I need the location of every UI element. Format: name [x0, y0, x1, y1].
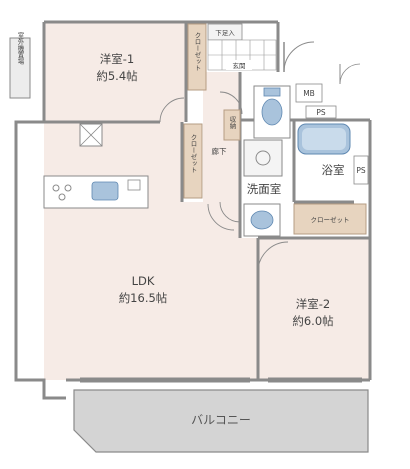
western-room-2-area: 約6.0帖	[292, 314, 333, 328]
western-room-1-area: 約5.4帖	[96, 69, 137, 83]
ldk-area: 約16.5帖	[119, 291, 168, 305]
storage	[223, 109, 241, 141]
western-room-1-name: 洋室-1	[100, 52, 134, 66]
outdoor-unit-space: 室外機置場	[9, 30, 31, 99]
doors	[159, 91, 289, 273]
balcony-label: バルコニー	[191, 413, 251, 427]
closets: クローゼット クローゼット クローゼット 収納	[183, 23, 367, 235]
ldk-name: LDK	[132, 274, 155, 288]
western-room-1-floor	[44, 22, 186, 122]
shoe-box-label: 下足入	[215, 29, 235, 37]
hallway-label: 廊下	[212, 146, 227, 156]
western-room-2-name: 洋室-2	[296, 297, 330, 311]
mb-label: MB	[303, 89, 315, 98]
room-labels: 洋室-1 約5.4帖 LDK 約16.5帖 洋室-2 約6.0帖 洗面室 浴室 …	[96, 52, 344, 328]
closet-hall	[183, 123, 203, 199]
windows	[80, 377, 362, 383]
sink-basin	[250, 210, 274, 230]
balcony: バルコニー	[73, 389, 369, 453]
storage-label: 収納	[228, 116, 236, 131]
washroom-name: 洗面室	[247, 182, 282, 196]
toilet-bowl	[261, 98, 283, 126]
entrance-area: 下足入 玄関	[207, 23, 315, 73]
walls	[14, 20, 372, 400]
fixtures	[43, 85, 351, 237]
outdoor-storage-label: 室外機置場	[16, 30, 24, 65]
closet-hall-label: クローゼット	[189, 134, 197, 174]
fridge-space	[127, 179, 141, 191]
toilet-tank	[263, 87, 281, 97]
stove	[52, 184, 72, 201]
balcony-floor	[73, 389, 369, 453]
closet-room1	[187, 23, 207, 91]
bathroom-name: 浴室	[322, 163, 345, 177]
entrance-label: 玄関	[233, 61, 246, 70]
utility-spaces: MB PS PS	[295, 63, 369, 185]
ps-top-label: PS	[316, 108, 326, 117]
kitchen-sink	[91, 181, 119, 201]
closet-room2-label: クローゼット	[311, 215, 350, 224]
closet-room1-label: クローゼット	[193, 32, 201, 72]
washer-pan	[243, 139, 283, 177]
closet-room2	[293, 203, 367, 235]
ps-right-label: PS	[356, 166, 366, 175]
western-room-2-floor	[258, 238, 370, 380]
